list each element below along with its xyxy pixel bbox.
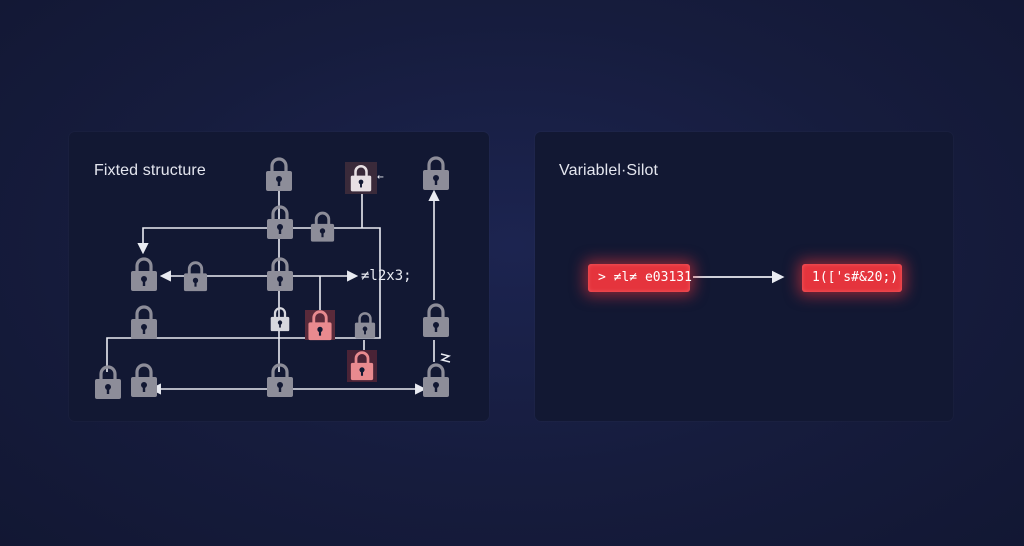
lock-icon	[130, 363, 158, 398]
lock-icon	[270, 307, 290, 332]
lock-icon	[422, 303, 450, 338]
small-arrow-mark: ←	[377, 170, 384, 183]
panel-title: Variablel·Silot	[559, 162, 659, 179]
lock-icon	[130, 257, 158, 292]
lock-icon	[354, 312, 376, 339]
lock-icon	[266, 205, 294, 240]
connector-line	[106, 227, 381, 372]
structure-label: ≠l2x3;	[361, 268, 412, 284]
lock-icon	[310, 211, 335, 243]
lock-icon	[422, 156, 450, 191]
lock-icon	[94, 365, 122, 400]
lock-icon	[183, 261, 208, 292]
lock-icon	[265, 157, 293, 192]
lock-icon	[422, 363, 450, 398]
source-code-chip: > ≠l≠ e03131	[588, 264, 692, 292]
panel-title: Fixted structure	[94, 162, 206, 179]
lock-icon	[130, 305, 158, 340]
zigzag-mark	[440, 353, 451, 363]
target-code-chip: 1(['s#&20;)	[802, 264, 902, 292]
lock-icon	[266, 257, 294, 292]
lock-icon	[266, 363, 294, 398]
